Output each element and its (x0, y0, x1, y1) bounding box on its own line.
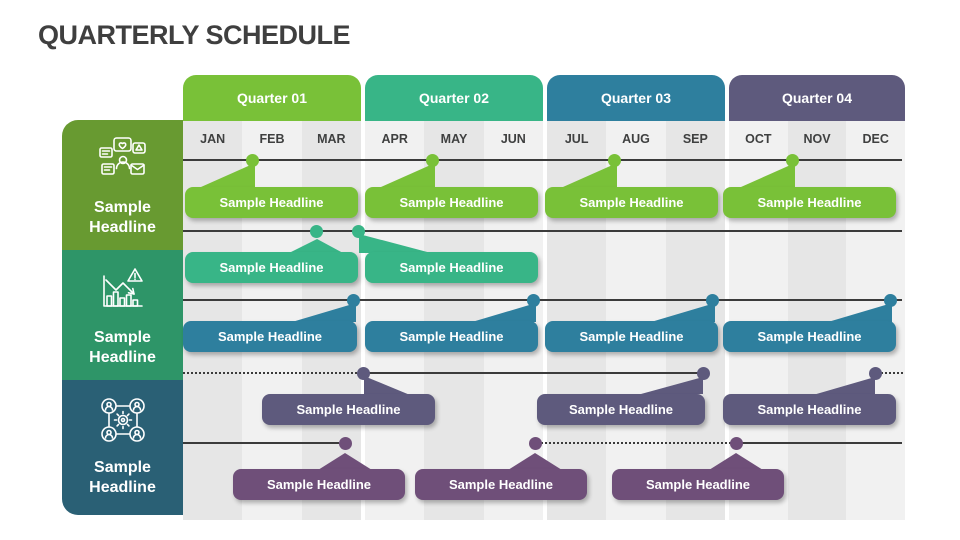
quarter-tab-2: Quarter 02 (365, 75, 543, 121)
page-title: QUARTERLY SCHEDULE (38, 20, 351, 50)
timeline-line-dotted (881, 371, 903, 374)
sidebar-row-label: Sample Headline (89, 459, 156, 496)
milestone-dot (528, 436, 542, 450)
timeline-line-dotted (541, 441, 731, 444)
timeline-line (742, 441, 902, 444)
month-label: OCT (745, 132, 772, 146)
milestone-dot (729, 436, 743, 450)
sidebar-row-label: Sample Headline (89, 329, 156, 366)
quarter-tab-label: Quarter 04 (781, 90, 853, 106)
milestone-dot (607, 153, 621, 167)
callout: Sample Headline (415, 469, 587, 500)
callout: Sample Headline (262, 394, 435, 425)
callout: Sample Headline (365, 187, 538, 218)
timeline-line (183, 229, 902, 232)
quarter-tab-label: Quarter 01 (236, 90, 308, 106)
milestone-dot (346, 293, 360, 307)
month-labels-q3: JUL AUG SEP (547, 120, 725, 158)
month-label: AUG (622, 132, 650, 146)
timeline-line (183, 298, 902, 301)
quarter-tab-3: Quarter 03 (547, 75, 725, 121)
milestone-dot (868, 366, 882, 380)
callout: Sample Headline (233, 469, 405, 500)
sidebar-row-label: Sample Headline (89, 199, 156, 236)
quarter-tab-label: Quarter 03 (600, 90, 672, 106)
milestone-dot (696, 366, 710, 380)
month-labels-q2: APR MAY JUN (365, 120, 543, 158)
milestone-dot (338, 436, 352, 450)
callout: Sample Headline (365, 252, 538, 283)
timeline-line-dotted (183, 371, 357, 374)
callout: Sample Headline (723, 187, 896, 218)
milestone-dot (356, 366, 370, 380)
month-label: APR (381, 132, 408, 146)
milestone-dot (883, 293, 897, 307)
callout: Sample Headline (723, 394, 896, 425)
callout: Sample Headline (545, 187, 718, 218)
month-label: FEB (259, 132, 285, 146)
month-label: DEC (862, 132, 889, 146)
month-labels-q1: JAN FEB MAR (183, 120, 361, 158)
month-label: JAN (200, 132, 226, 146)
month-label: NOV (803, 132, 831, 146)
month-label: SEP (682, 132, 708, 146)
callout: Sample Headline (537, 394, 705, 425)
callout: Sample Headline (545, 321, 718, 352)
sidebar-row-2: Sample Headline (62, 250, 183, 380)
quarter-tab-4: Quarter 04 (729, 75, 905, 121)
milestone-dot (425, 153, 439, 167)
quarter-tab-1: Quarter 01 (183, 75, 361, 121)
month-label: MAY (440, 132, 468, 146)
month-label: JUN (500, 132, 526, 146)
timeline-line (183, 158, 902, 161)
callout: Sample Headline (183, 321, 357, 352)
callout: Sample Headline (612, 469, 784, 500)
callout: Sample Headline (723, 321, 896, 352)
declining-chart-warning-icon (102, 268, 143, 307)
milestone-dot (785, 153, 799, 167)
month-label: JUL (564, 132, 589, 146)
timeline-line (369, 371, 702, 374)
milestone-dot (245, 153, 259, 167)
milestone-dot (309, 224, 323, 238)
timeline-line (183, 441, 339, 444)
quarter-tab-label: Quarter 02 (418, 90, 490, 106)
team-gear-icon (100, 398, 145, 442)
sidebar-row-1: Sample Headline (62, 120, 183, 250)
milestone-dot (351, 224, 365, 238)
milestone-dot (705, 293, 719, 307)
milestone-dot (526, 293, 540, 307)
month-label: MAR (317, 132, 346, 146)
feedback-bubbles-icon (98, 137, 146, 175)
month-labels-q4: OCT NOV DEC (729, 120, 905, 158)
callout: Sample Headline (365, 321, 538, 352)
sidebar-row-3: Sample Headline (62, 380, 183, 515)
callout: Sample Headline (185, 187, 358, 218)
callout: Sample Headline (185, 252, 358, 283)
